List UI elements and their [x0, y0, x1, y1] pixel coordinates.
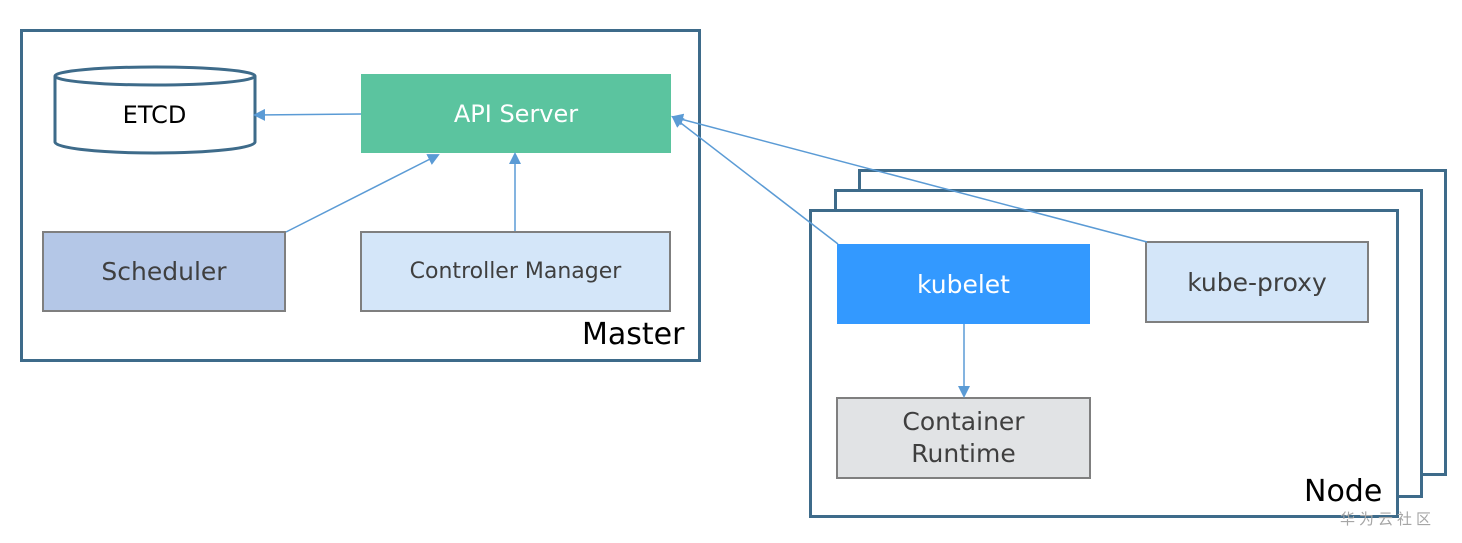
kubelet-label: kubelet [917, 269, 1010, 299]
watermark-text: 华为云社区 [1340, 510, 1436, 528]
scheduler-label: Scheduler [101, 257, 227, 286]
etcd-label: ETCD [122, 101, 187, 129]
kubelet-box: kubelet [837, 244, 1090, 324]
container-runtime-label-line1: Container [902, 407, 1025, 436]
arrow-kubelet-to-api [671, 115, 839, 245]
arrow-api-to-etcd [253, 108, 362, 121]
master-label: Master [582, 317, 685, 352]
scheduler-box: Scheduler [42, 231, 286, 312]
etcd-cylinder [53, 65, 257, 155]
arrow-scheduler-to-api [285, 154, 440, 233]
arrow-kube-proxy-to-api [671, 113, 1148, 243]
controller-manager-label: Controller Manager [409, 259, 622, 284]
controller-manager-box: Controller Manager [360, 231, 671, 312]
container-runtime-box: Container Runtime [836, 397, 1091, 479]
kube-proxy-box: kube-proxy [1145, 241, 1369, 323]
api-server-label: API Server [453, 99, 579, 128]
node-label: Node [1304, 474, 1383, 509]
api-server-box: API Server [361, 74, 671, 153]
kube-proxy-label: kube-proxy [1187, 267, 1327, 297]
container-runtime-label-line2: Runtime [911, 439, 1016, 468]
